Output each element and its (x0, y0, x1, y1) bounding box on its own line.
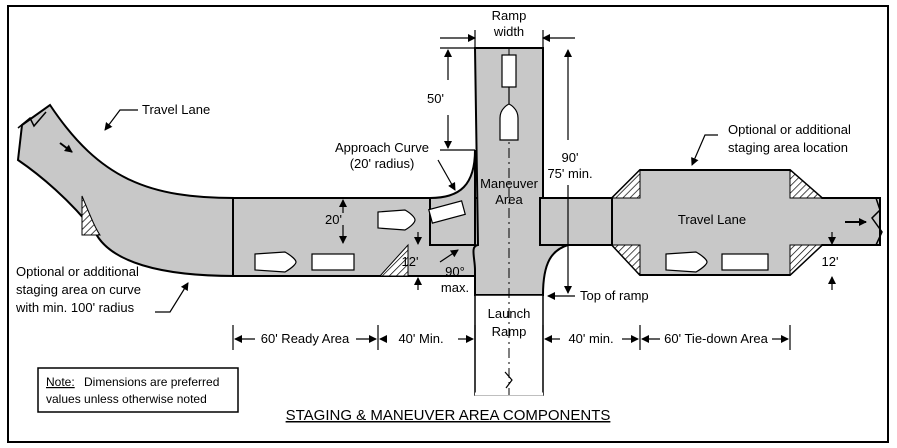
hatch-right-top-right (789, 168, 824, 199)
hatch-left-curve (81, 195, 101, 236)
frame-border (7, 5, 889, 443)
dim-75-label: 75' min. (547, 166, 592, 181)
travel-lane-right-label: Travel Lane (678, 212, 746, 227)
tie-down-label: 60' Tie-down Area (664, 331, 768, 346)
optional-right-label-1: Optional or additional (728, 122, 851, 137)
vehicle-ramp-trailer (499, 54, 519, 141)
approach-curve (429, 149, 476, 246)
lane-junction (539, 197, 613, 246)
hatch-right-bottom-left (610, 244, 641, 277)
vehicle-staging-lower (254, 251, 355, 273)
forty-min-left-label: 40' Min. (398, 331, 443, 346)
ready-area-label: 60' Ready Area (261, 331, 350, 346)
vehicle-staging-upper (377, 200, 466, 231)
leader-lines (104, 109, 718, 313)
forty-min-right-label: 40' min. (568, 331, 613, 346)
break-line-ramp (504, 371, 513, 389)
optional-right-label-2: staging area location (728, 140, 848, 155)
travel-lane-left-label: Travel Lane (142, 102, 210, 117)
maneuver-area-label-2: Area (495, 192, 523, 207)
launch-ramp-label-1: Launch (488, 306, 531, 321)
top-of-ramp-label: Top of ramp (580, 288, 649, 303)
break-line-right (871, 197, 883, 246)
angle-max-label: max. (441, 280, 469, 295)
dim-12-left-label: 12' (402, 254, 419, 269)
dim-12-right-label: 12' (822, 254, 839, 269)
ramp-width-label-1: Ramp (492, 8, 527, 23)
hatch-right-top-left (610, 168, 641, 199)
left-curved-road (16, 103, 236, 278)
optional-left-label-2: staging area on curve (16, 282, 141, 297)
diagram-title: STAGING & MANEUVER AREA COMPONENTS (286, 407, 611, 424)
angle-90-label: 90° (445, 264, 465, 279)
dim-50-label: 50' (427, 91, 444, 106)
vehicle-right-lane (665, 251, 769, 273)
break-line-left (17, 111, 47, 129)
note-body-1: Dimensions are preferred (84, 375, 219, 389)
optional-left-label-3: with min. 100' radius (15, 300, 135, 315)
flow-arrow-left (59, 142, 73, 153)
note-body-2: values unless otherwise noted (46, 392, 207, 406)
note-box (37, 367, 239, 413)
maneuver-area-label-1: Maneuver (480, 176, 538, 191)
dim-90-label: 90' (562, 150, 579, 165)
approach-curve-label-2: (20' radius) (350, 156, 415, 171)
dimension-lines (232, 30, 836, 350)
hatch-ready-end (378, 243, 409, 277)
optional-left-label-1: Optional or additional (16, 264, 139, 279)
note-heading: Note: (46, 375, 75, 389)
hatch-right-bottom-right (789, 244, 824, 277)
ramp-width-label-2: width (493, 24, 524, 39)
approach-curve-label-1: Approach Curve (335, 140, 429, 155)
launch-ramp-label-2: Ramp (492, 324, 527, 339)
dim-20-label: 20' (325, 212, 342, 227)
